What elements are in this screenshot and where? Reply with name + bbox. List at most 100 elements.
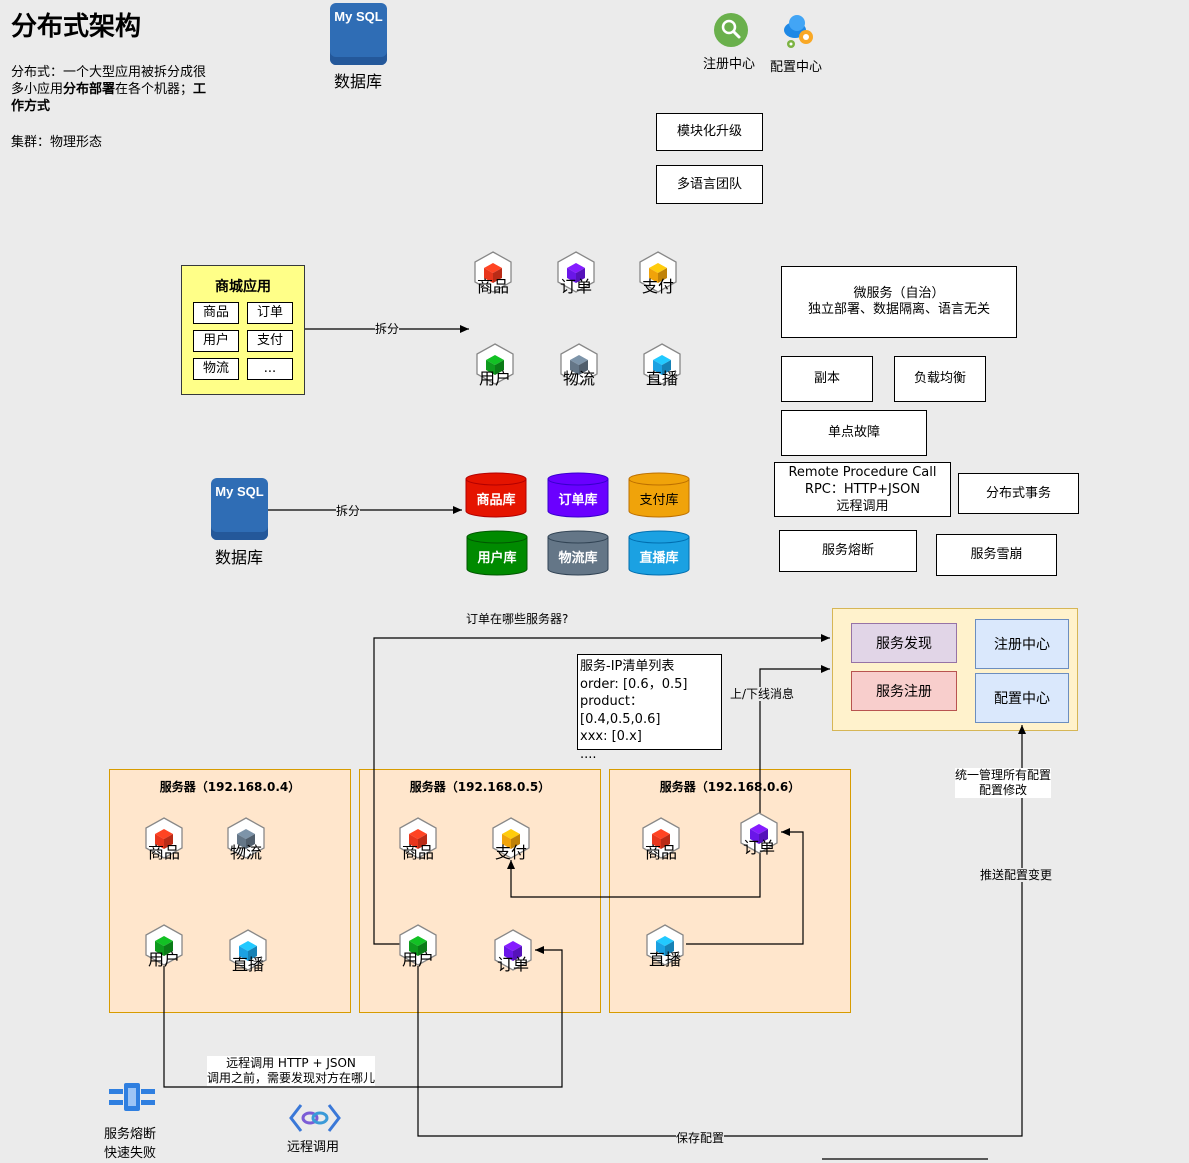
service-label: 用户	[147, 950, 181, 969]
service-label: 直播	[231, 955, 265, 974]
description-bold: 分布部署	[63, 82, 116, 97]
service-label: 支付	[641, 277, 675, 296]
box-text: 服务熔断	[821, 543, 874, 558]
description-text: 在各个机器；	[115, 82, 194, 97]
cube-icon	[560, 343, 598, 385]
mall-cell: 商品	[193, 302, 239, 324]
cube-icon	[643, 343, 681, 385]
db-label: 商品库	[476, 493, 516, 508]
breaker-label: 服务熔断 快速失败	[104, 1125, 156, 1163]
cell-text: 支付	[256, 333, 283, 348]
mall-cell: 物流	[193, 358, 239, 380]
service-user: 用户	[396, 923, 440, 969]
online-offline-label: 上/下线消息	[730, 687, 795, 701]
remote-call-arrow	[163, 946, 563, 1088]
live-to-order-arrow	[686, 828, 804, 945]
online-arrow	[759, 665, 830, 820]
microservice-box: 微服务（自治） 独立部署、数据隔离、语言无关	[781, 266, 1017, 338]
description-line2: 多小应用分布部署在各个机器；工	[11, 82, 206, 98]
box-text: 多语言团队	[676, 176, 742, 192]
box-text: 远程调用	[836, 499, 889, 514]
mysql-text: My SQL	[215, 484, 264, 499]
label-line: 服务熔断	[104, 1127, 157, 1142]
cell-text: 商品	[202, 305, 229, 320]
label-line: 快速失败	[104, 1146, 157, 1161]
save-config-label: 保存配置	[676, 1131, 725, 1145]
cube-icon	[476, 343, 514, 385]
ip-list-line: order: [0.6，0.5]	[580, 676, 688, 692]
config-label: 配置中心	[770, 60, 823, 75]
box-text: 分布式事务	[985, 485, 1051, 501]
box-text: 模块化升级	[676, 124, 742, 139]
logistics-db: 物流库	[547, 530, 609, 576]
db-label: 订单库	[558, 493, 598, 508]
db-label: 物流库	[558, 551, 598, 566]
db-split-label: 拆分	[336, 504, 361, 518]
user-db: 用户库	[466, 530, 528, 576]
ip-list-line: product：[0.4,0.5,0.6]	[580, 694, 661, 727]
ip-list-box: 服务-IP清单列表 order: [0.6，0.5] product：[0.4,…	[577, 654, 722, 762]
db-label: 支付库	[639, 493, 679, 508]
database-label: 数据库	[215, 548, 264, 567]
multi-language-box: 多语言团队	[656, 165, 763, 204]
unified-config-label: 统一管理所有配置 配置修改	[955, 768, 1052, 798]
service-product: 商品	[471, 250, 515, 296]
pay-db: 支付库	[628, 472, 690, 518]
service-live: 直播	[643, 923, 687, 969]
box-text: RPC：HTTP+JSON	[804, 482, 921, 497]
service-label: 商品	[401, 843, 435, 862]
mysql-icon: My SQL	[211, 478, 268, 540]
page-title: 分布式架构	[11, 12, 142, 42]
cube-icon	[642, 817, 680, 859]
mall-app: 商城应用 商品 订单 用户 支付 物流 ...	[181, 265, 305, 395]
description-line3: 作方式	[11, 99, 51, 114]
server-title: 服务器（192.168.0.5）	[409, 780, 551, 794]
service-label: 订单	[742, 838, 776, 857]
cube-icon	[646, 924, 684, 966]
service-order: 订单	[737, 811, 781, 857]
server-title: 服务器（192.168.0.4）	[159, 780, 301, 794]
cube-icon	[227, 817, 265, 859]
db-label: 用户库	[477, 551, 517, 566]
label-line: 配置修改	[979, 783, 1028, 797]
box-text: 注册中心	[994, 637, 1050, 653]
service-label: 用户	[478, 369, 512, 388]
cell-text: 物流	[202, 361, 229, 376]
service-order: 订单	[491, 928, 535, 974]
box-text: 单点故障	[827, 425, 880, 440]
which-server-label: 订单在哪些服务器?	[466, 612, 569, 626]
rpc-box: Remote Procedure Call RPC：HTTP+JSON 远程调用	[774, 462, 951, 517]
registry-search-icon	[714, 13, 748, 47]
config-center-box: 配置中心	[975, 673, 1069, 723]
service-live: 直播	[226, 928, 270, 974]
cube-icon	[145, 924, 183, 966]
description-bold: 工	[193, 82, 207, 97]
label-line: 调用之前，需要发现对方在哪儿	[207, 1071, 376, 1085]
ip-list-line: xxx: [0.x]	[580, 729, 642, 744]
box-text: 微服务（自治）	[853, 286, 945, 301]
remote-call-label: 远程调用 HTTP + JSON 调用之前，需要发现对方在哪儿	[207, 1056, 376, 1086]
service-logistics: 物流	[224, 816, 268, 862]
remote-call-label: 远程调用	[287, 1140, 340, 1155]
description-text: 多小应用	[11, 82, 64, 97]
mall-title: 商城应用	[215, 279, 271, 295]
circuit-breaker-box: 服务熔断	[779, 530, 917, 572]
split-label: 拆分	[375, 322, 400, 336]
remote-call-icon	[289, 1101, 341, 1135]
cell-text: ...	[263, 361, 277, 376]
cluster-note: 集群：物理形态	[11, 135, 103, 150]
server-1: 服务器（192.168.0.4）	[109, 769, 351, 1013]
service-label: 直播	[645, 369, 679, 388]
product-db: 商品库	[465, 472, 527, 518]
service-order: 订单	[554, 250, 598, 296]
cell-text: 订单	[256, 305, 283, 320]
service-label: 商品	[147, 843, 181, 862]
circuit-breaker-icon	[107, 1079, 157, 1115]
box-text: 服务雪崩	[970, 547, 1023, 562]
service-label: 订单	[559, 277, 593, 296]
box-text: 独立部署、数据隔离、语言无关	[807, 302, 990, 317]
box-text: 配置中心	[994, 691, 1050, 707]
load-balance-box: 负载均衡	[894, 356, 986, 402]
push-config-label: 推送配置变更	[980, 868, 1053, 882]
mall-cell: 支付	[247, 330, 293, 352]
